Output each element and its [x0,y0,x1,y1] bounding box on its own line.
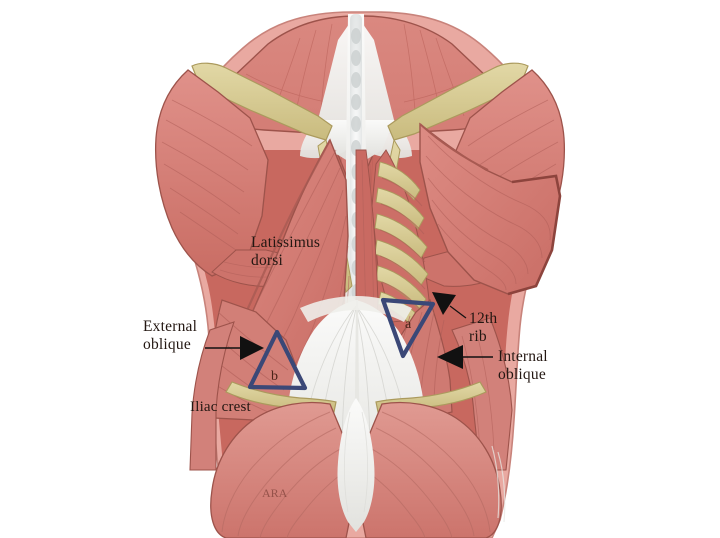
label-latissimus-dorsi: Latissimus dorsi [251,234,321,269]
leader-internal-oblique [437,345,493,369]
artist-monogram: ARA [262,486,288,500]
label-iliac-crest: Iliac crest [190,399,251,415]
triangle-b-inferior-lumbar [247,329,308,391]
triangle-a-letter: a [405,317,412,332]
triangle-b-letter: b [271,369,278,384]
gluteus-maximus [210,398,506,538]
lumbar-triangle-overlays [247,297,436,391]
exposed-ribs-and-intercostals [355,149,431,331]
latissimus-dorsi-right-reflected [419,122,562,296]
label-internal-oblique: Internal oblique [498,348,548,383]
callout-leaders [205,292,493,369]
label-external-oblique: External oblique [143,318,198,353]
leader-external-oblique [205,336,264,360]
leader-twelfth-rib [432,292,467,319]
triangle-a-superior-lumbar [380,297,436,359]
label-twelfth-rib: 12th rib [469,310,498,345]
